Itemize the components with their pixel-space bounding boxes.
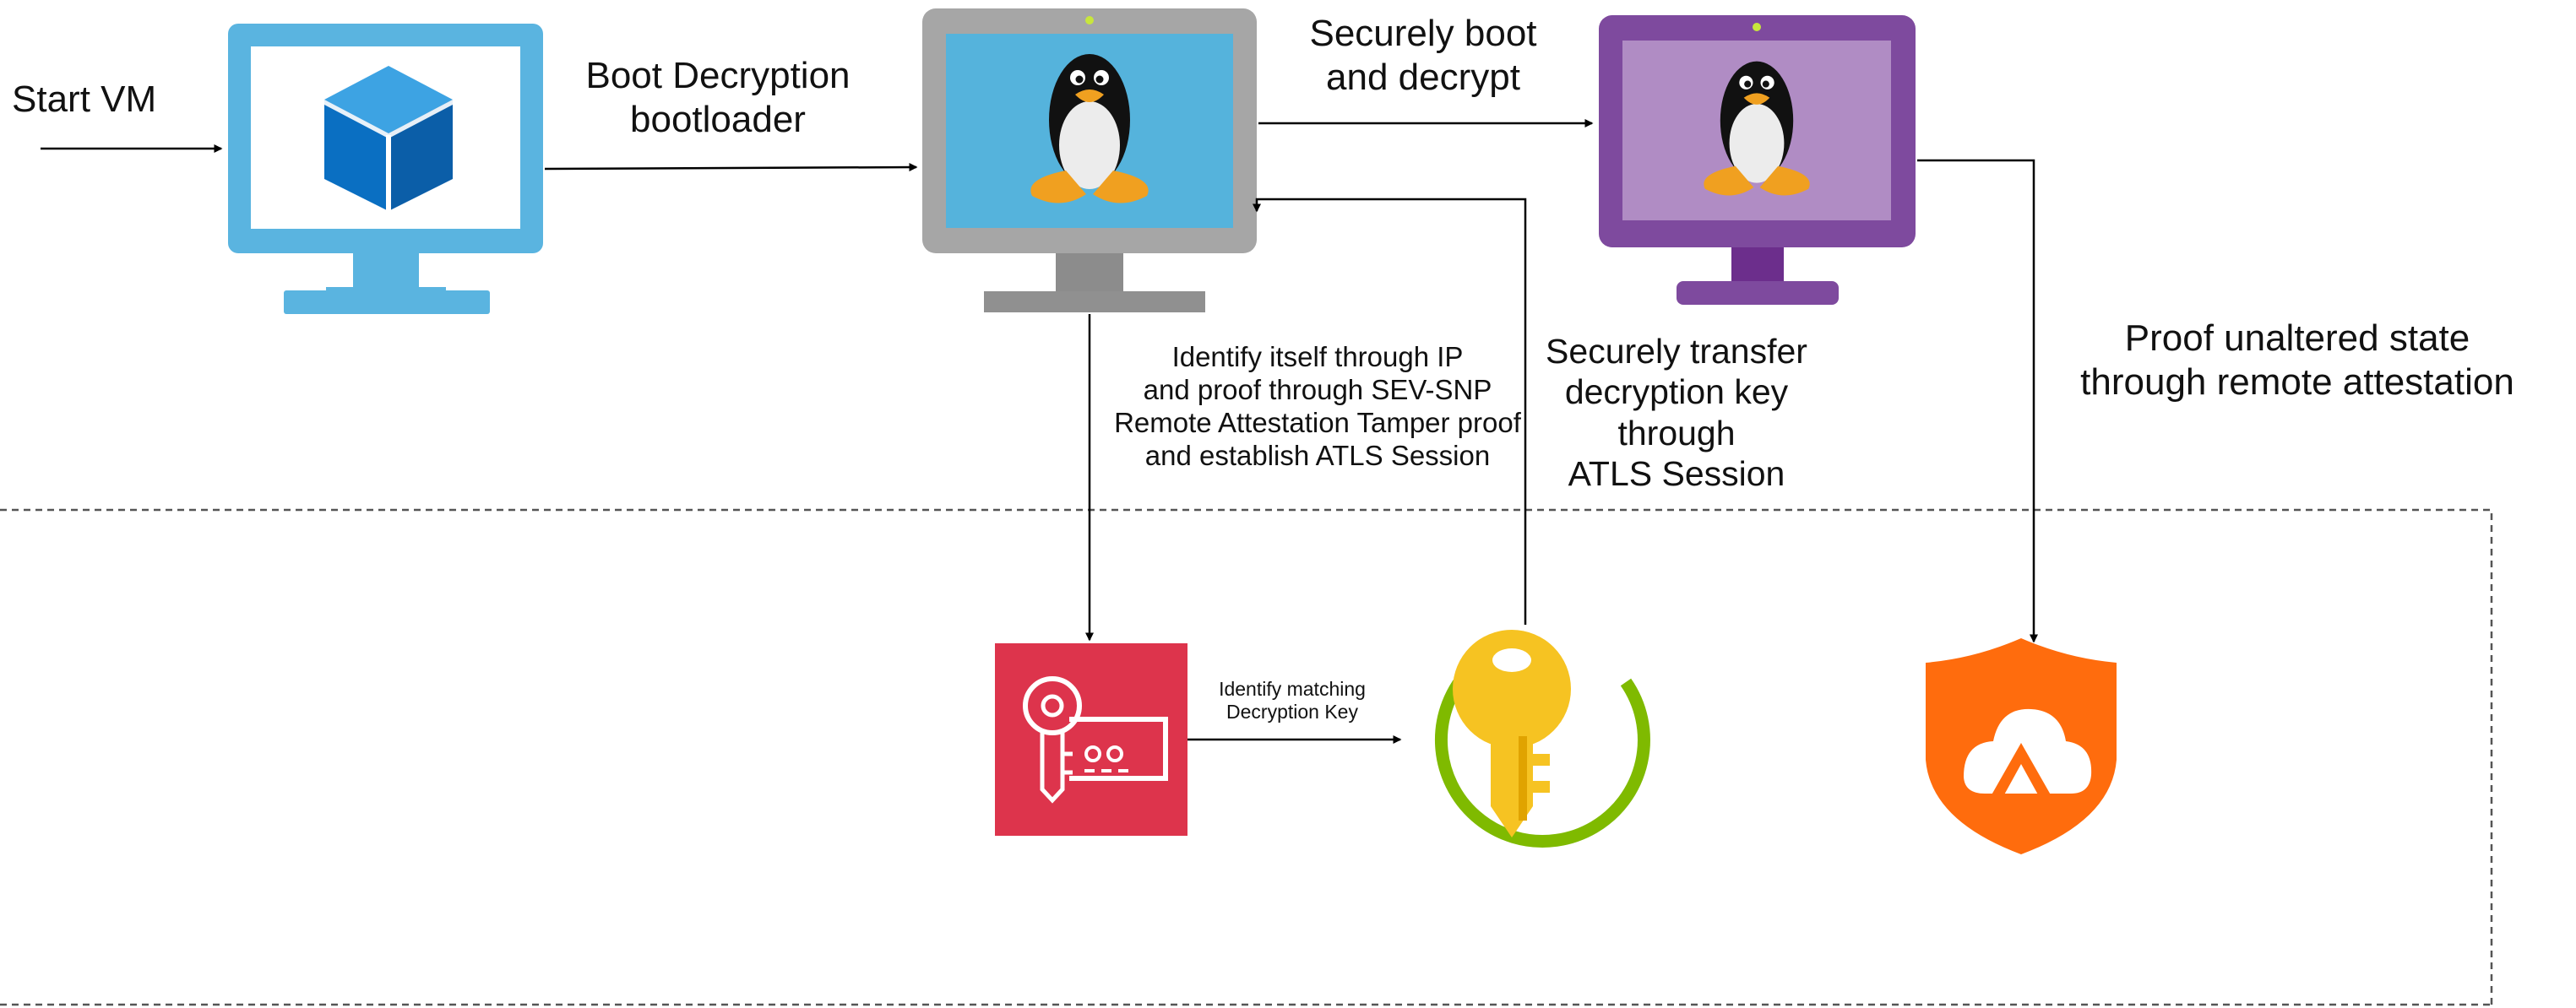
label-line: Identify matching xyxy=(1219,678,1366,700)
attestation-shield-icon xyxy=(1926,638,2117,854)
linux-tux-monitor-icon xyxy=(922,8,1257,312)
label-securely-transfer: Securely transfer decryption key through… xyxy=(1520,331,1833,495)
label-line: through xyxy=(1617,413,1736,453)
label-line: and proof through SEV-SNP xyxy=(1143,373,1492,405)
label-line: Decryption Key xyxy=(1226,701,1358,723)
arrow-boot-decryption xyxy=(544,163,918,172)
linux-tux-confidential-vm-icon xyxy=(1599,15,1916,305)
label-line: and establish ATLS Session xyxy=(1144,439,1491,471)
key-management-service-icon xyxy=(995,643,1187,836)
connectors xyxy=(41,119,2038,744)
label-start-vm: Start VM xyxy=(12,79,157,120)
arrow-proof-unaltered xyxy=(1917,159,2038,643)
label-line: Securely transfer xyxy=(1546,332,1807,371)
label-line: Securely boot xyxy=(1309,13,1537,54)
label-line: Identify itself through IP xyxy=(1171,341,1464,372)
label-boot-decryption: Boot Decryption bootloader xyxy=(574,54,861,142)
arrow-securely-transfer xyxy=(1253,198,1527,625)
label-line: Boot Decryption xyxy=(585,55,851,96)
secure-boundary-dashed xyxy=(0,508,2493,1008)
label-line: bootloader xyxy=(630,98,806,140)
label-identify-itself: Identify itself through IP and proof thr… xyxy=(1090,341,1546,473)
key-vault-icon xyxy=(1434,630,1650,848)
label-line: ATLS Session xyxy=(1568,454,1785,494)
label-securely-boot: Securely boot and decrypt xyxy=(1288,12,1558,100)
label-line: Remote Attestation Tamper proof xyxy=(1114,406,1521,438)
label-proof-unaltered: Proof unaltered state through remote att… xyxy=(2044,317,2551,404)
label-line: and decrypt xyxy=(1326,56,1520,98)
label-line: through remote attestation xyxy=(2080,360,2514,403)
azure-virtual-machine-icon xyxy=(228,24,543,314)
label-line: Proof unaltered state xyxy=(2124,317,2470,359)
label-line: decryption key xyxy=(1564,372,1789,412)
label-identify-matching: Identify matching Decryption Key xyxy=(1191,678,1394,723)
